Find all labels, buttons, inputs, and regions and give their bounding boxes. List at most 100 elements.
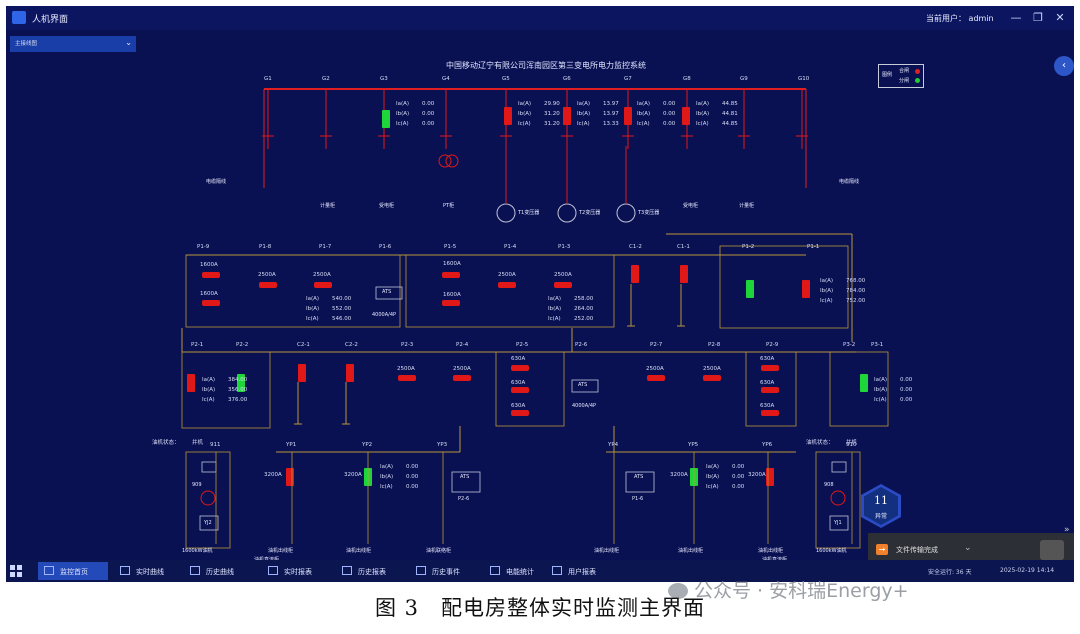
breaker-c2-1 [298, 364, 306, 382]
bay-label-p1-6: P1-6 [379, 244, 392, 250]
reading-p1-1-ib-label: Ib(A) [820, 288, 834, 294]
genset-cabinet-left [185, 451, 231, 549]
tab-4[interactable]: 历史报表 [336, 562, 404, 580]
reading-g7-ia-value: 0.00 [663, 101, 676, 107]
alarm-badge[interactable]: 11 异常 [861, 484, 901, 528]
reading-g5-ib-label: Ib(A) [518, 111, 532, 117]
tab-6[interactable]: 电能统计 [484, 562, 540, 580]
reading-yp5-ib-label: Ib(A) [706, 474, 720, 480]
reading-p1-7-ia-label: Ia(A) [306, 296, 320, 302]
breaker-c1-2 [631, 265, 639, 283]
breaker-g7 [624, 107, 632, 125]
breaker-p2-5a [511, 365, 529, 371]
breaker-p1-9a [202, 272, 220, 278]
rating-p2-2: 630A [511, 356, 526, 362]
reading-g7-ib-label: Ib(A) [637, 111, 651, 117]
transformer-icon-t2 [557, 203, 577, 223]
play-icon[interactable] [1040, 540, 1064, 560]
cabinet-transfer-left: 受电柜 [379, 203, 395, 209]
reading-g6-ia-label: Ia(A) [577, 101, 591, 107]
breaker-g6 [563, 107, 571, 125]
breaker-p1-9b [202, 300, 220, 306]
reading-g8-ia-label: Ia(A) [696, 101, 710, 107]
reading-g5-ic-value: 31.20 [544, 121, 560, 127]
genset-box-right [829, 515, 849, 531]
transformer-icon-t3 [616, 203, 636, 223]
breaker-p2-5c [511, 410, 529, 416]
bay-label-c2-1: C2-1 [297, 342, 310, 348]
rating-p1-1: 1600A [200, 291, 218, 297]
bay-label-p2-4: P2-4 [456, 342, 469, 348]
bay-label-p2-9: P2-9 [766, 342, 779, 348]
bay-label-p1-5: P1-5 [444, 244, 457, 250]
bottom-name-3: 油机联络柜 [426, 548, 452, 554]
transformer-label-t2: T2变压器 [579, 210, 601, 216]
bottom-name-2: 油机出线柜 [346, 548, 372, 554]
view-select[interactable]: 主接线图 ⌄ [10, 36, 136, 52]
restore-icon[interactable]: ❐ [1033, 11, 1043, 24]
system-title: 中国移动辽宁有限公司浑南园区第三变电所电力监控系统 [446, 61, 646, 70]
gen-label-909: 909 [192, 482, 202, 488]
bay-label-p1-2: P1-2 [742, 244, 755, 250]
grid-menu-icon[interactable] [10, 565, 22, 577]
reading-p1-3-ic-value: 252.00 [574, 316, 594, 322]
bay-label-c1-1: C1-1 [677, 244, 690, 250]
legend-closed: 合闸 [899, 68, 910, 74]
tab-5[interactable]: 历史事件 [410, 562, 478, 580]
gen-label-yj2: YJ2 [204, 520, 212, 526]
bay-label-p1-9: P1-9 [197, 244, 210, 250]
breaker-p1-5a [442, 272, 460, 278]
bay-label-p1-3: P1-3 [558, 244, 571, 250]
bay-label-c1-2: C1-2 [629, 244, 642, 250]
minimize-icon[interactable]: — [1010, 11, 1022, 24]
breaker-p2-5b [511, 387, 529, 393]
tab-3[interactable]: 实时报表 [262, 562, 330, 580]
close-icon[interactable]: ✕ [1055, 11, 1065, 24]
tab-2[interactable]: 历史曲线 [184, 562, 256, 580]
genset-status-left-value: 并机 [192, 440, 204, 446]
reading-p3-1-ia-label: Ia(A) [874, 377, 888, 383]
tab-label: 监控首页 [60, 568, 88, 576]
genset-status-left-label: 油机状态： [152, 440, 180, 446]
rating-p1-7: 2500A [554, 272, 572, 278]
p1-mid-enclosure [405, 254, 615, 328]
bay-label-p1-8: P1-8 [259, 244, 272, 250]
ats-p2-rating: 4000A/4P [572, 403, 597, 409]
rating-p2-7: 630A [760, 356, 775, 362]
genset-status-right-label: 油机状态： [806, 440, 834, 446]
breaker-p1-7 [314, 282, 332, 288]
bay-label-910: 910 [846, 442, 857, 448]
tab-label: 历史事件 [432, 568, 460, 576]
generator-icon-right [830, 490, 846, 506]
tab-7[interactable]: 用户报表 [546, 562, 610, 580]
cabinet-pt: PT柜 [443, 203, 455, 209]
rating-yp-2: 3200A [670, 472, 688, 478]
reading-p1-3-ib-label: Ib(A) [548, 306, 562, 312]
double-chevron-icon[interactable]: » [1064, 525, 1070, 535]
transformer-label-t1: T1变压器 [518, 210, 540, 216]
bay-label-p2-3: P2-3 [401, 342, 414, 348]
tab-0[interactable]: 监控首页 [38, 562, 108, 580]
bay-label-p2-7: P2-7 [650, 342, 663, 348]
reading-p1-1-ib-value: 784.00 [846, 288, 866, 294]
p2-left-enclosure [181, 351, 271, 429]
ats-p2-label: ATS [578, 382, 588, 388]
bay-label-yp2: YP2 [362, 442, 373, 448]
tab-icon [44, 566, 54, 575]
current-user: 当前用户： admin [926, 13, 994, 24]
rating-p1-4: 1600A [443, 261, 461, 267]
ats-p1 [375, 286, 403, 300]
chevron-down-icon[interactable]: ⌄ [964, 543, 972, 553]
collapse-panel-button[interactable]: ‹ [1054, 56, 1074, 76]
bottom-name-0: 1600kW油机 [182, 548, 213, 554]
tab-label: 实时报表 [284, 568, 312, 576]
breaker-p2-9c [761, 410, 779, 416]
tab-icon [416, 566, 426, 575]
reading-yp2-ic-value: 0.00 [406, 484, 419, 490]
reading-g7-ib-value: 0.00 [663, 111, 676, 117]
closed-dot-icon [915, 69, 920, 74]
cabinet-incoming-left: 电缆隔线 [206, 179, 227, 185]
bottom-name-5: 油机出线柜 [678, 548, 704, 554]
tab-1[interactable]: 实时曲线 [114, 562, 178, 580]
single-line-diagram [181, 88, 889, 549]
